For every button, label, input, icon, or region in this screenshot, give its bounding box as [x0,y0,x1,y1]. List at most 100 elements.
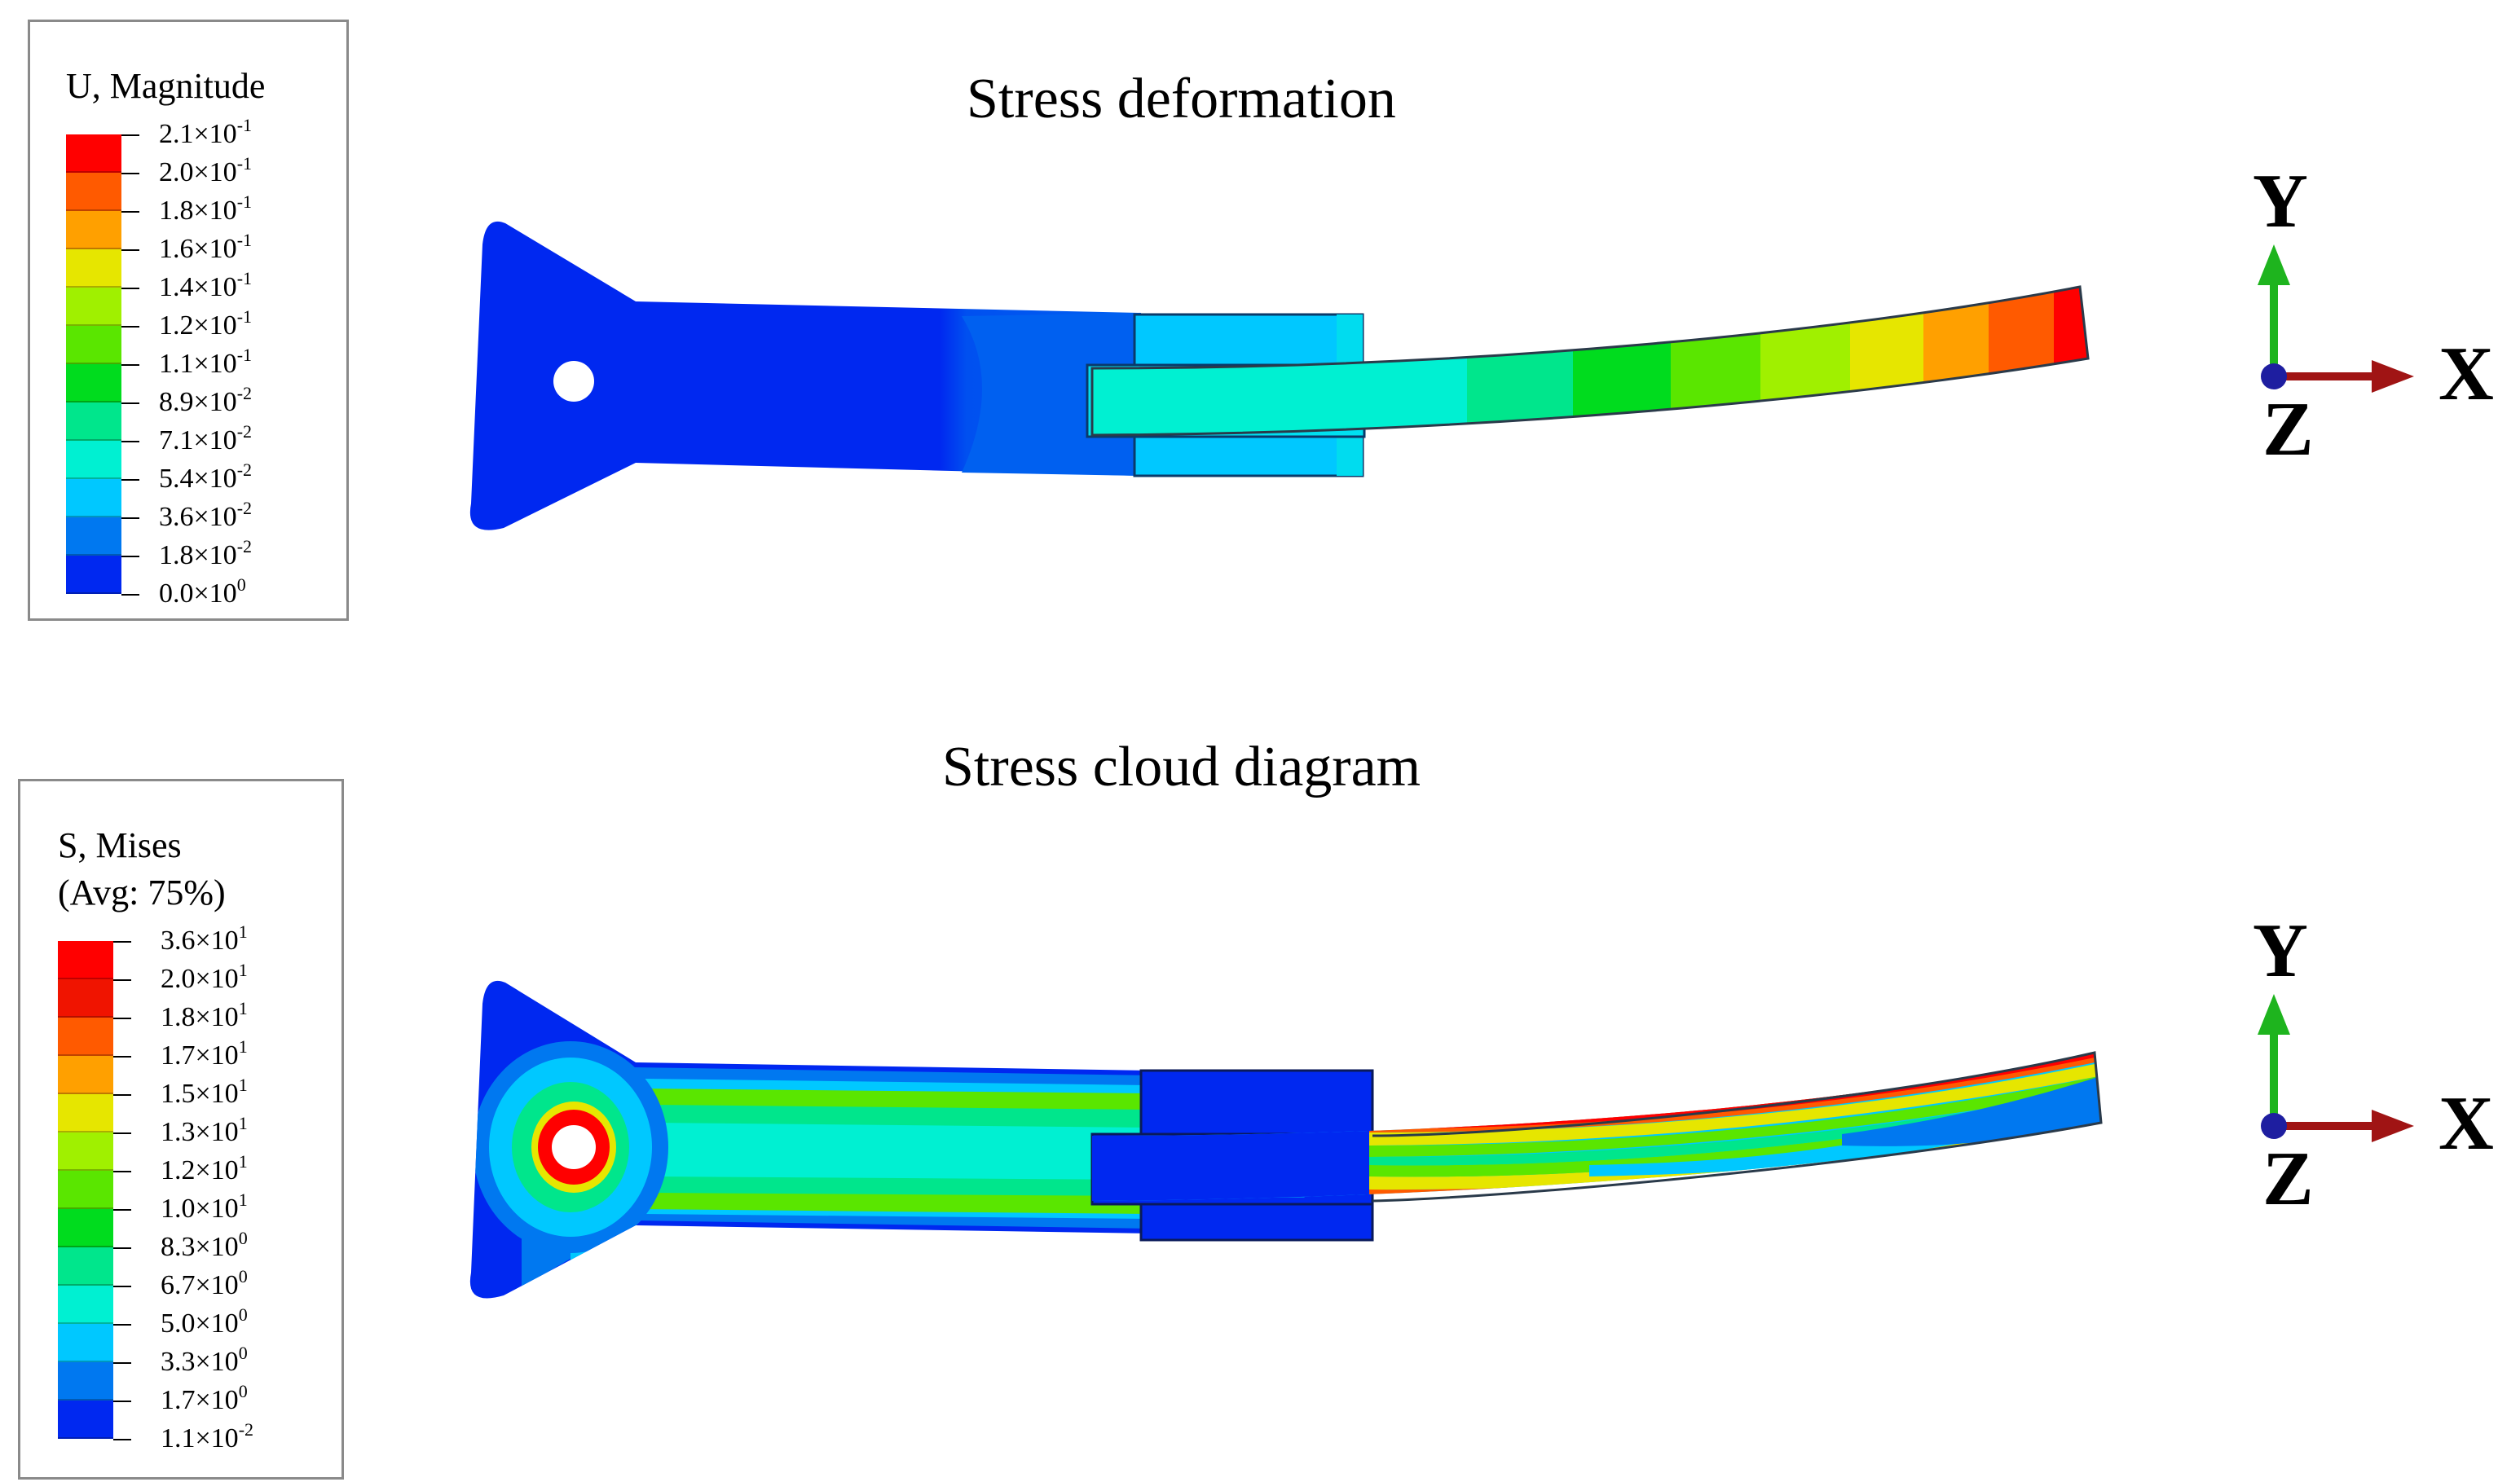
legend-label: 2.0×10-1 [159,153,253,188]
legend-label: 1.0×101 [161,1190,248,1225]
legend-label: 7.1×10-2 [159,421,253,456]
swatch-level-4 [58,1056,113,1094]
swatch-level-8 [66,402,121,441]
diagram-title: Stress cloud diagram [942,736,1421,798]
legend-tick [113,979,131,981]
legend-swatches [58,941,113,1439]
legend-tick [113,1171,131,1172]
legend-label: 3.6×101 [161,921,248,956]
legend-title-line-1: S, Mises [58,825,182,865]
legend-deformation: U, Magnitude [28,20,349,621]
swatch-level-10 [66,479,121,517]
swatch-level-7 [58,1171,113,1209]
triad-z-label: Z [2262,387,2314,472]
swatch-level-8 [58,1209,113,1247]
legend-tick [113,1439,131,1440]
legend-label: 1.8×10-2 [159,536,253,571]
legend-label: 1.6×10-1 [159,230,253,265]
legend-tick [113,1247,131,1249]
legend-tick [113,941,131,943]
legend-label: 5.0×100 [161,1304,248,1339]
swatch-level-12 [58,1362,113,1401]
legend-tick [121,479,139,481]
legend-label: 1.3×101 [161,1113,248,1148]
legend-tick [121,211,139,213]
legend-label: 3.6×10-2 [159,498,253,533]
swatch-level-1 [58,941,113,979]
legend-tick [121,134,139,136]
triad-mises: Y X Z [2233,904,2510,1230]
legend-label: 1.4×10-1 [159,268,253,303]
swatch-level-6 [66,326,121,364]
legend-tick [113,1362,131,1364]
legend-tick [121,594,139,596]
triad-y-label: Y [2253,159,2308,244]
legend-label: 2.1×10-1 [159,115,253,150]
diagram-title: Stress deformation [967,68,1396,130]
legend-title-line-2: (Avg: 75%) [58,873,226,913]
legend-label: 1.5×101 [161,1075,248,1110]
legend-label: 1.7×101 [161,1036,248,1071]
legend-tick [121,326,139,328]
swatch-level-5 [58,1094,113,1132]
legend-label: 6.7×100 [161,1266,248,1301]
swatch-level-2 [58,979,113,1018]
deformed-part [469,221,2090,530]
beam-outline [1372,1051,2103,1203]
legend-label: 1.7×100 [161,1381,248,1416]
triad-deformation: Y X Z [2233,155,2510,481]
legend-tick [113,1132,131,1134]
legend-label: 3.3×100 [161,1343,248,1378]
swatch-level-1 [66,134,121,173]
swatch-level-13 [58,1401,113,1439]
legend-tick [121,173,139,174]
triad-x-label: X [2438,332,2494,416]
swatch-level-4 [66,249,121,288]
pivot-hole [553,361,594,402]
legend-tick [113,1018,131,1019]
legend-title: U, Magnitude [66,66,266,106]
mises-part [469,980,2103,1299]
legend-tick [121,249,139,251]
triad-y-label: Y [2253,908,2308,993]
triad-arrows [2258,994,2414,1142]
pivot-hole [552,1125,596,1169]
swatch-level-10 [58,1286,113,1324]
legend-tick [121,364,139,366]
legend-label: 1.1×10-1 [159,345,253,380]
beam-outline [1090,285,2090,437]
triad-arrows [2258,244,2414,393]
legend-tick [121,288,139,289]
swatch-level-2 [66,173,121,211]
swatch-level-12 [66,556,121,594]
swatch-level-5 [66,288,121,326]
legend-tick [121,517,139,519]
legend-label: 1.1×10-2 [161,1419,254,1454]
legend-tick [121,402,139,404]
legend-label: 1.2×101 [161,1151,248,1186]
legend-mises: S, Mises (Avg: 75%) [18,779,344,1480]
legend-tick [113,1056,131,1058]
swatch-level-3 [66,211,121,249]
swatch-level-9 [58,1247,113,1286]
swatch-level-3 [58,1018,113,1056]
panel-deformation: U, Magnitude [0,0,2520,733]
legend-tick [121,441,139,442]
legend-label: 8.9×10-2 [159,383,253,418]
legend-label: 1.2×10-1 [159,306,253,341]
legend-tick [113,1209,131,1211]
legend-tick [113,1401,131,1402]
swatch-level-9 [66,441,121,479]
legend-swatches [66,134,121,594]
swatch-level-11 [66,517,121,556]
swatch-level-6 [58,1132,113,1171]
swatch-level-7 [66,364,121,402]
legend-label: 5.4×10-2 [159,460,253,495]
legend-label: 0.0×100 [159,574,246,609]
legend-label: 2.0×101 [161,960,248,995]
legend-tick [113,1286,131,1287]
swatch-level-11 [58,1324,113,1362]
legend-tick [113,1094,131,1096]
legend-label: 1.8×10-1 [159,191,253,226]
panel-mises: S, Mises (Avg: 75%) [0,733,2520,1480]
